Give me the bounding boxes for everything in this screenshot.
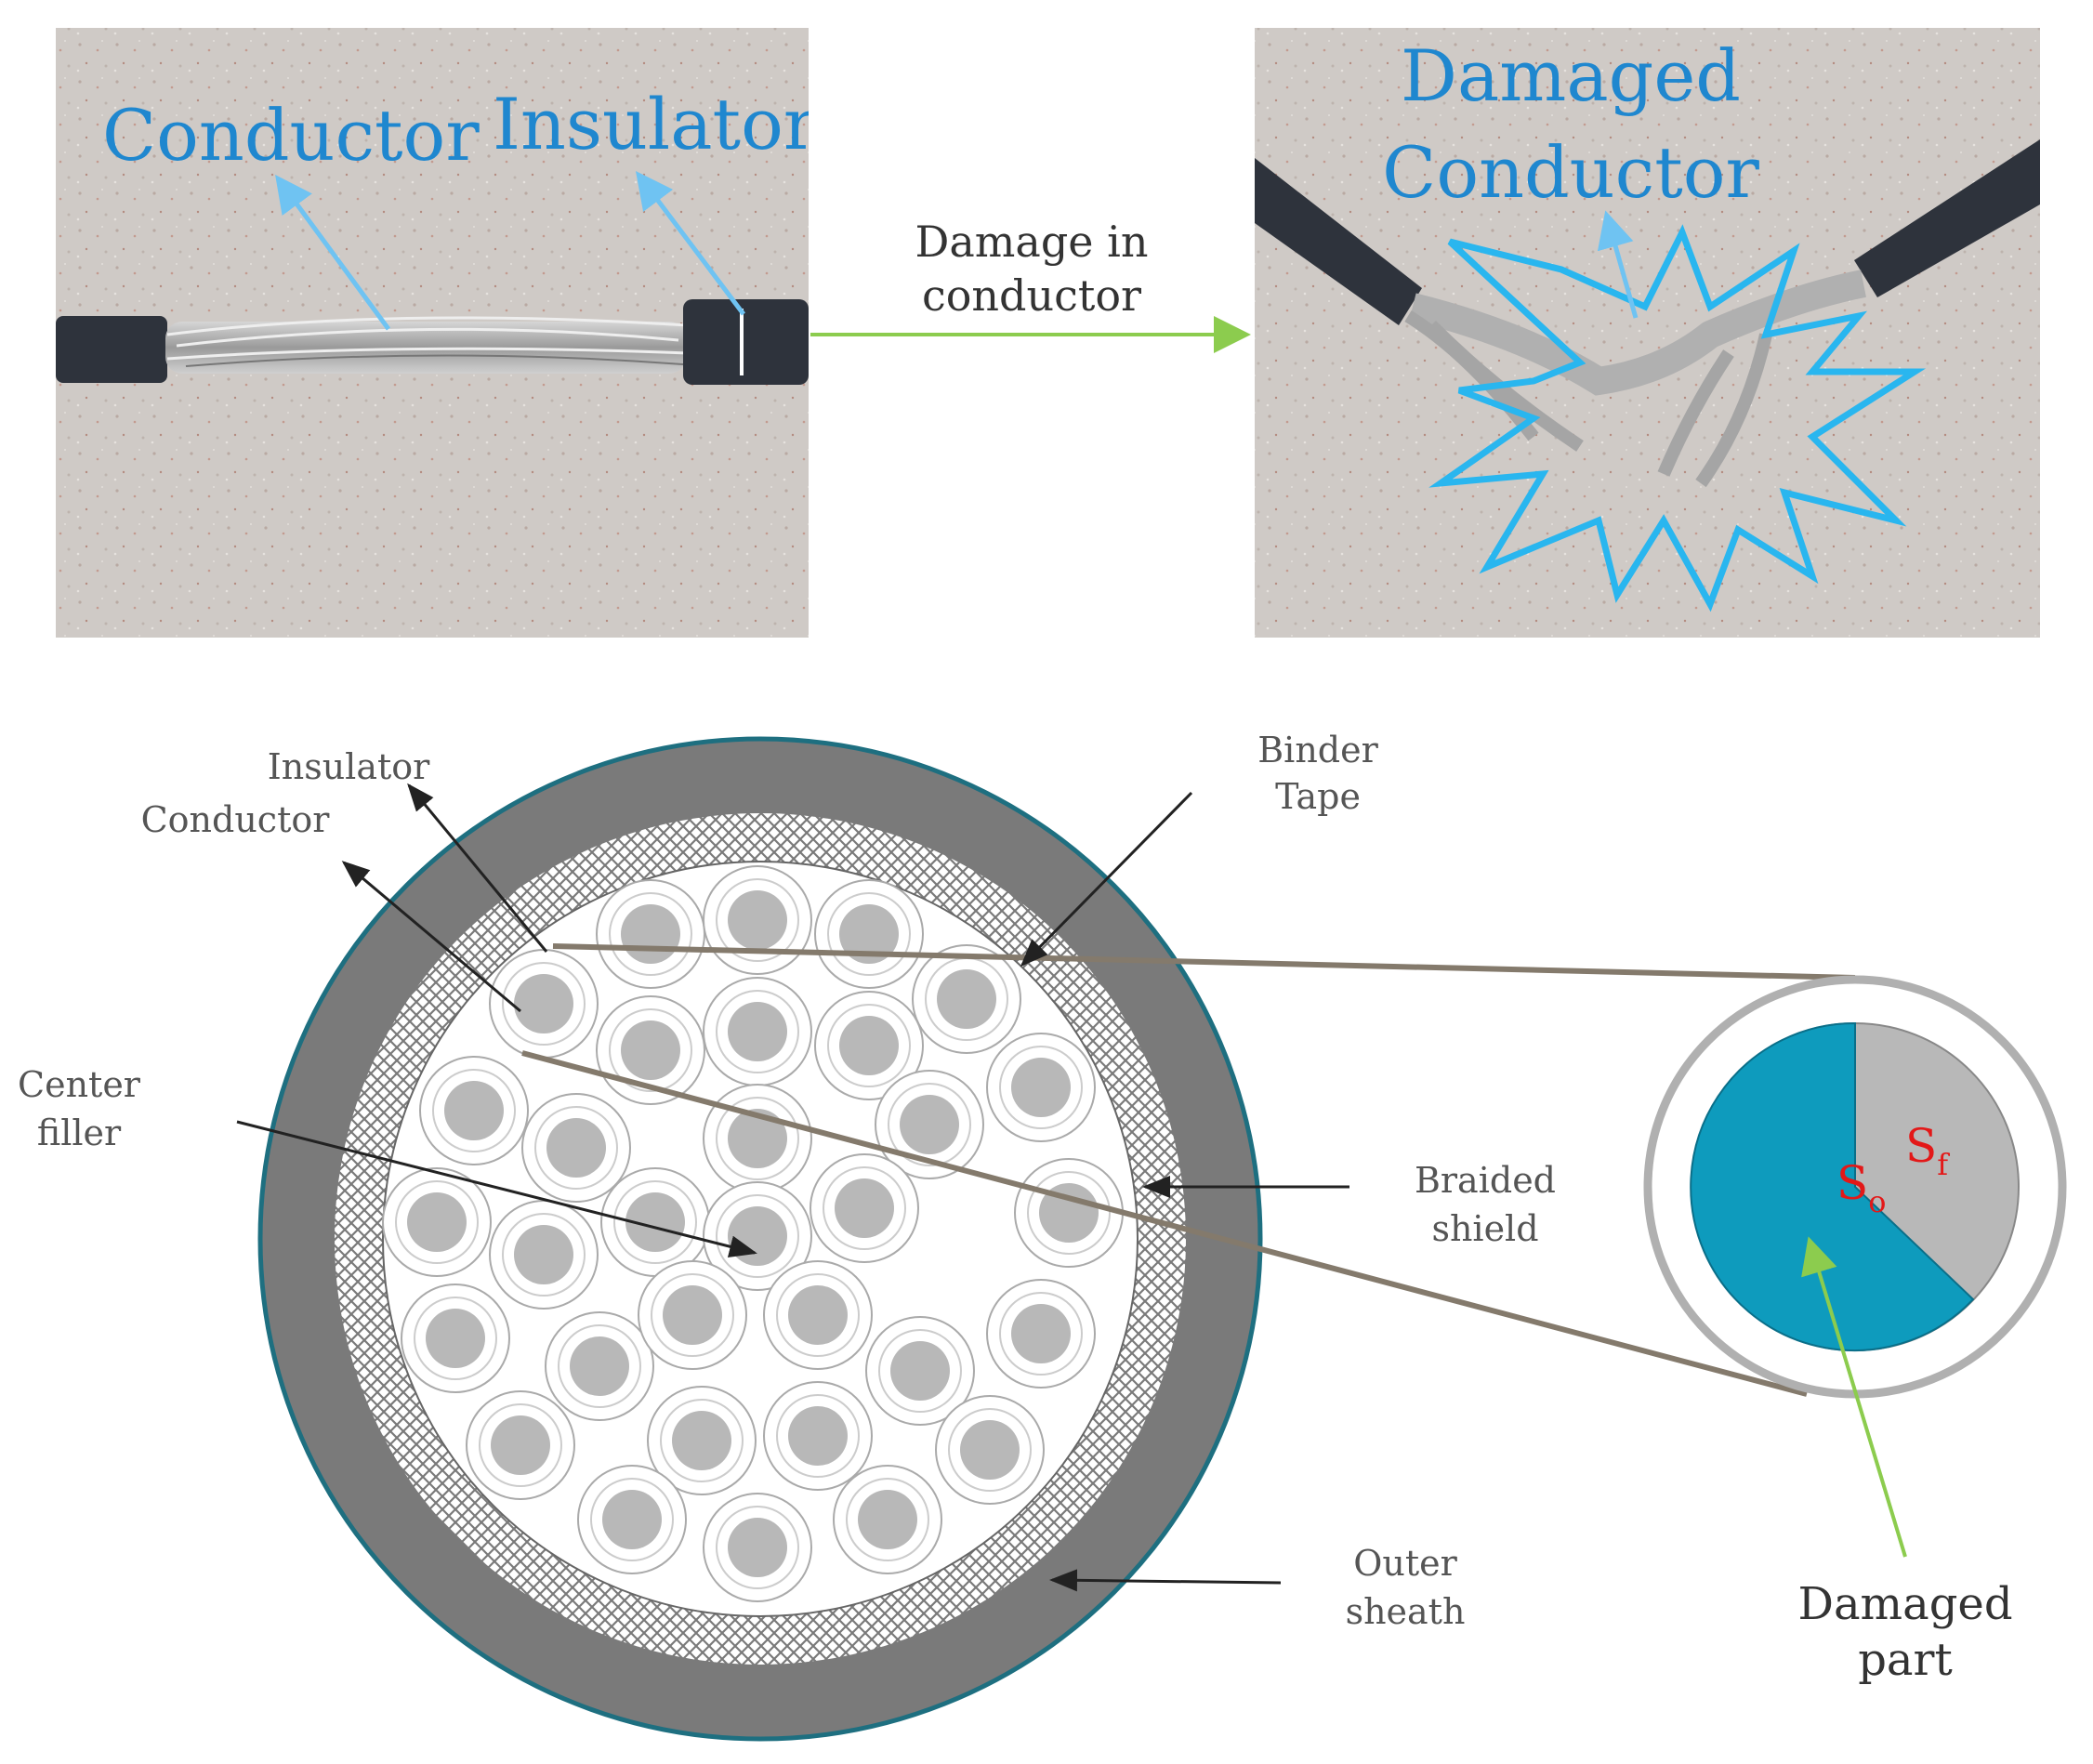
strand-conductor <box>890 1341 950 1401</box>
braided-shield-label-line1: Braided <box>1415 1160 1556 1201</box>
strand-conductor <box>728 1109 787 1168</box>
strand-conductor <box>835 1178 894 1238</box>
strand-insulator-inner <box>999 1292 1083 1376</box>
strand-insulator-inner <box>716 1097 799 1180</box>
strand-insulator-inner <box>776 1394 860 1478</box>
strand-conductor <box>937 969 996 1029</box>
outer-sheath-label-line2: sheath <box>1346 1591 1466 1632</box>
strand-insulator-inner <box>479 1403 562 1487</box>
transition-label-line2: conductor <box>922 270 1141 321</box>
binder-tape-label-line2: Tape <box>1275 776 1361 817</box>
strand-conductor <box>728 1518 787 1577</box>
conductor-photo-label: Conductor <box>102 94 480 177</box>
cable-cross-section <box>257 736 1263 1742</box>
strand-conductor <box>491 1415 550 1475</box>
strand-insulator-inner <box>827 892 911 976</box>
intact-cable-photo: Conductor Insulator <box>56 28 818 638</box>
strand-conductor <box>546 1118 606 1178</box>
strand-insulator-inner <box>502 1213 586 1297</box>
center-filler-label-line1: Center <box>18 1064 141 1105</box>
cross-section-callouts: Insulator Conductor Binder Tape Center f… <box>18 730 1556 1632</box>
strand-conductor <box>728 890 787 950</box>
strand-insulator-inner <box>414 1297 497 1380</box>
strand-conductor <box>788 1285 848 1345</box>
strand-insulator-inner <box>395 1180 479 1264</box>
conductor-strands <box>382 865 1124 1602</box>
strand-insulator-inner <box>613 1180 697 1264</box>
strand-conductor <box>1039 1183 1099 1243</box>
damaged-label-line1: Damaged <box>1401 34 1741 117</box>
outer-sheath-label-line1: Outer <box>1353 1543 1457 1584</box>
damaged-label-line2: Conductor <box>1382 131 1759 214</box>
strand-insulator-inner <box>716 878 799 962</box>
strand-insulator-inner <box>716 1506 799 1589</box>
strand-conductor <box>426 1309 485 1368</box>
conductor-callout-label: Conductor <box>141 799 331 840</box>
strand-conductor <box>444 1081 504 1140</box>
insulator-photo-label: Insulator <box>493 83 818 165</box>
strand-insulator-inner <box>558 1324 641 1408</box>
strand-insulator-inner <box>651 1273 734 1357</box>
strand-conductor <box>514 974 573 1033</box>
center-filler-label-line2: filler <box>37 1112 122 1153</box>
damaged-part-label-line2: part <box>1858 1634 1953 1686</box>
strand-conductor <box>621 1020 680 1080</box>
strand-insulator-inner <box>716 1194 799 1278</box>
strand-insulator-inner <box>846 1478 929 1561</box>
damaged-part-label-line1: Damaged <box>1797 1578 2012 1630</box>
so-symbol: So <box>1836 1156 1887 1219</box>
strand-conductor <box>663 1285 722 1345</box>
strand-conductor <box>1011 1304 1071 1363</box>
damaged-cable-photo: Damaged Conductor <box>1255 28 2040 638</box>
strand-insulator-inner <box>776 1273 860 1357</box>
strand-conductor <box>900 1095 959 1154</box>
detail-zoom-circle: So Sf Damaged part <box>1643 975 2067 1686</box>
strand-insulator-inner <box>590 1478 674 1561</box>
strand-insulator-inner <box>1027 1171 1111 1255</box>
strand-insulator-inner <box>716 990 799 1073</box>
strand-conductor <box>672 1411 731 1470</box>
damage-transition: Damage in conductor <box>810 217 1251 353</box>
strand-conductor <box>839 1016 899 1075</box>
strand-conductor <box>625 1192 685 1252</box>
strand-insulator-inner <box>888 1083 971 1166</box>
strand-conductor <box>621 904 680 964</box>
strand-insulator-inner <box>660 1399 744 1482</box>
insulator-callout-label: Insulator <box>268 746 430 787</box>
strand-conductor <box>728 1206 787 1266</box>
transition-label-line1: Damage in <box>915 217 1149 267</box>
strand-insulator-inner <box>999 1046 1083 1129</box>
strand-insulator-inner <box>432 1069 516 1152</box>
strand-insulator-inner <box>609 892 692 976</box>
strand-conductor <box>407 1192 467 1252</box>
damage-burst-outline <box>1428 224 1927 612</box>
strand-conductor <box>728 1002 787 1061</box>
strand-insulator-inner <box>609 1008 692 1092</box>
zoom-lines <box>521 943 1856 1397</box>
strand-insulator-inner <box>948 1408 1032 1492</box>
braided-shield-label-line2: shield <box>1431 1208 1538 1249</box>
strand-insulator-inner <box>827 1004 911 1087</box>
sf-symbol: Sf <box>1905 1119 1950 1182</box>
strand-conductor <box>960 1420 1020 1480</box>
strand-insulator-inner <box>502 962 586 1046</box>
binder-tape-label-line1: Binder <box>1257 730 1378 770</box>
strand-insulator-inner <box>534 1106 618 1190</box>
strand-conductor <box>839 904 899 964</box>
strand-conductor <box>602 1490 662 1549</box>
strand-insulator-inner <box>878 1329 962 1413</box>
strand-conductor <box>788 1406 848 1466</box>
strand-conductor <box>1011 1058 1071 1117</box>
strand-conductor <box>514 1225 573 1284</box>
strand-conductor <box>858 1490 917 1549</box>
strand-insulator-inner <box>823 1166 906 1250</box>
strand-conductor <box>570 1336 629 1396</box>
damaged-area-sector <box>1690 1021 1975 1351</box>
damaged-part-arrow <box>1801 1236 1907 1558</box>
